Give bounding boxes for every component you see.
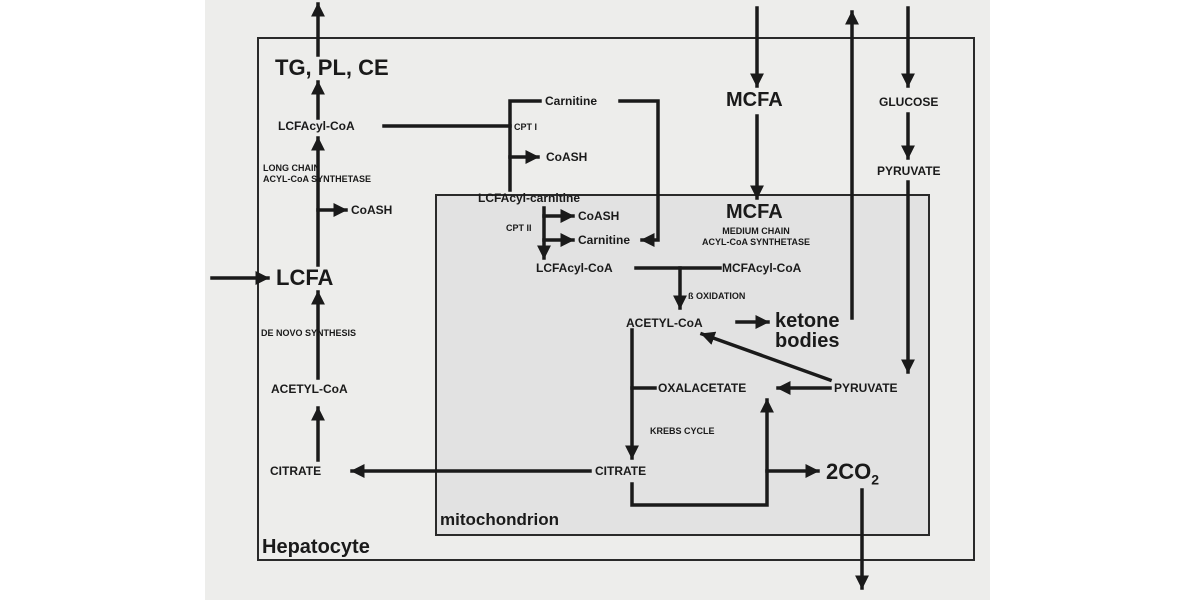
carnitine-cytosol-label: Carnitine <box>545 94 598 108</box>
pyruvate-mito-label: PYRUVATE <box>834 381 898 395</box>
tg-pl-ce-label: TG, PL, CE <box>275 55 389 80</box>
coash-release-label: CoASH <box>351 203 393 217</box>
mcfa-cytosol-label: MCFA <box>726 89 783 111</box>
mitochondrion-label: mitochondrion <box>440 510 559 529</box>
glucose-label: GLUCOSE <box>879 95 939 109</box>
lcfacyl-coa-mito-label: LCFAcyl-CoA <box>536 261 613 275</box>
ketone-bodies-label: ketone bodies <box>775 310 840 352</box>
lcfacyl-carnitine-label: LCFAcyl-carnitine <box>478 191 581 205</box>
co2-subscript: 2 <box>871 471 880 488</box>
cpt1-label: CPT I <box>514 122 538 132</box>
mitochondrion-arrows <box>537 99 833 507</box>
long-chain-synthetase-label: LONG CHAIN ACYL-CoA SYNTHETASE <box>263 163 371 185</box>
citrate-cytosol-label: CITRATE <box>270 464 322 478</box>
lcfacyl-coa-label: LCFAcyl-CoA <box>278 119 355 133</box>
arrow-pyruvate-acetyl <box>699 331 833 383</box>
cpt2-label: CPT II <box>506 223 532 233</box>
co2-text: 2CO <box>826 459 872 484</box>
lcfa-label: LCFA <box>276 265 334 290</box>
mcfa-mito-label: MCFA <box>726 201 783 223</box>
medium-chain-synthetase-label: MEDIUM CHAIN ACYL-CoA SYNTHETASE <box>702 226 810 248</box>
arrow-krebs-cycle <box>630 398 774 507</box>
de-novo-synthesis-label: DE NOVO SYNTHESIS <box>261 328 357 338</box>
acetyl-coa-mito-label: ACETYL-CoA <box>626 316 703 330</box>
mcfacyl-coa-label: MCFAcyl-CoA <box>722 261 802 275</box>
co2-label: 2CO2 <box>826 459 880 488</box>
hepatocyte-boundary <box>257 37 975 561</box>
pyruvate-cytosol-label: PYRUVATE <box>877 164 941 178</box>
cytosol-arrows <box>210 2 915 590</box>
krebs-cycle-label: KREBS CYCLE <box>650 426 715 436</box>
citrate-mito-label: CITRATE <box>595 464 647 478</box>
carnitine-mito-label: Carnitine <box>578 233 631 247</box>
mitochondrion-boundary <box>435 194 930 536</box>
acetyl-coa-cytosol-label: ACETYL-CoA <box>271 382 348 396</box>
line-carnitine-cpt1 <box>508 99 542 192</box>
arrow-carnitine-recycle <box>618 99 660 247</box>
coash-cytosol-label: CoASH <box>546 150 588 164</box>
beta-oxidation-label: ß OXIDATION <box>688 291 746 301</box>
coash-mito-label: CoASH <box>578 209 620 223</box>
hepatocyte-label: Hepatocyte <box>262 536 370 558</box>
oxalacetate-label: OXALACETATE <box>658 381 747 395</box>
